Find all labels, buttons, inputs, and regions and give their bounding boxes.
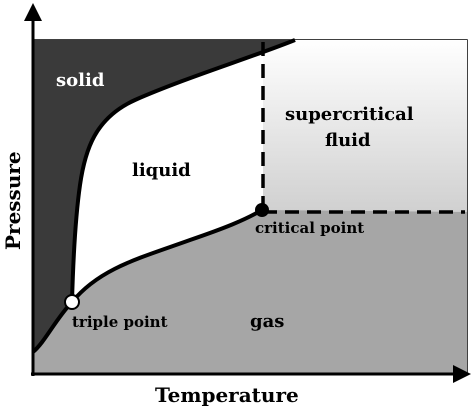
supercritical-label-line1: supercritical — [285, 104, 414, 125]
liquid-label: liquid — [132, 160, 191, 181]
solid-region — [33, 40, 295, 352]
triple-point-marker — [64, 294, 80, 310]
melting-curve — [70, 38, 296, 303]
critical-point-marker — [255, 203, 269, 217]
supercritical-label-line2: fluid — [325, 130, 371, 151]
vaporization-curve — [70, 208, 264, 304]
critical-point-label: critical point — [255, 219, 364, 237]
solid-label: solid — [56, 70, 105, 91]
gas-region — [33, 210, 467, 374]
supercritical-region — [263, 40, 467, 212]
y-axis-label: Pressure — [1, 151, 25, 250]
x-axis-label: Temperature — [155, 383, 299, 407]
triple-point-label: triple point — [72, 313, 168, 331]
gas-label: gas — [250, 311, 284, 332]
